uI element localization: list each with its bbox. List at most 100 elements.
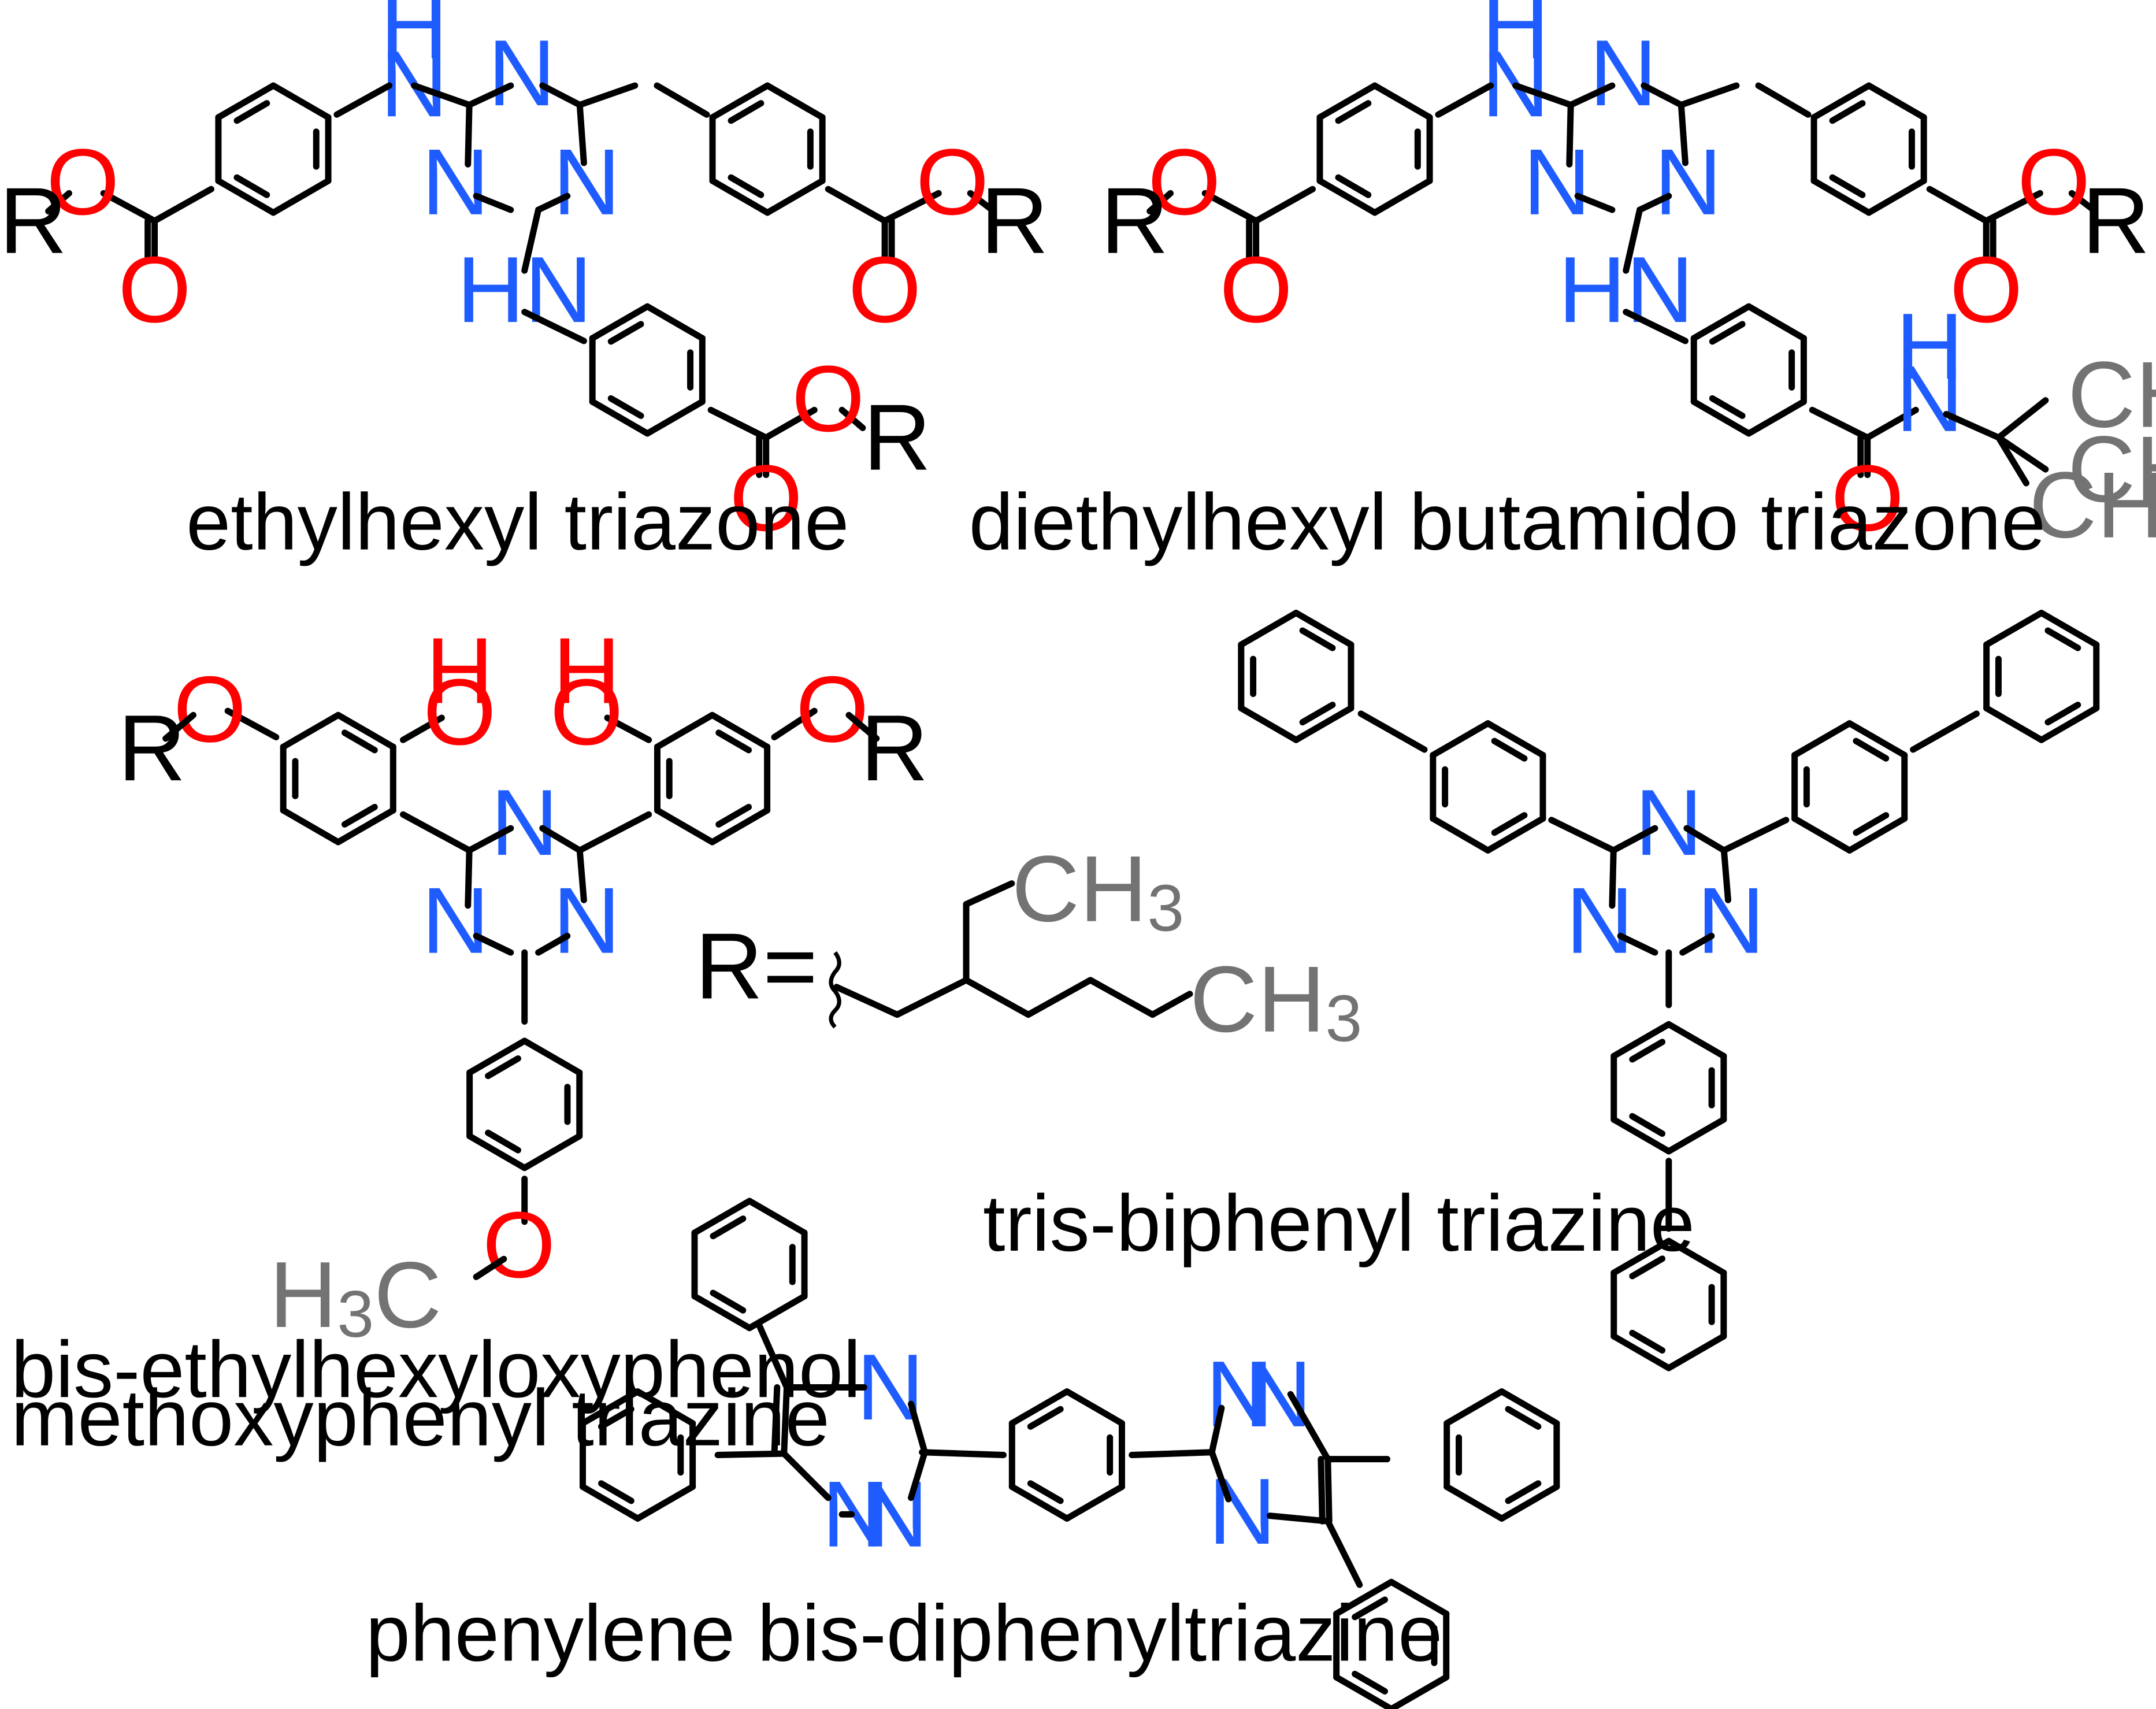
nitrogen-atom: N <box>553 130 621 235</box>
bond <box>1610 825 1658 854</box>
bond <box>1690 398 1752 437</box>
oxygen-atom: O <box>792 347 864 451</box>
bond <box>270 177 332 216</box>
bond <box>1027 1480 1064 1504</box>
bond <box>1983 610 2045 648</box>
bond <box>333 82 393 118</box>
bond <box>709 82 771 121</box>
methyl-group: CH3 <box>2068 343 2156 451</box>
oxygen-atom: O <box>173 657 246 762</box>
bond <box>1610 1021 1672 1059</box>
bond <box>1146 190 1174 214</box>
nitrogen-atom: N <box>822 1462 889 1567</box>
bond <box>714 1450 788 1459</box>
nitrogen-atom: N <box>1566 869 1634 973</box>
bond <box>1665 1237 1727 1276</box>
bond <box>838 406 866 431</box>
bond <box>746 1198 808 1236</box>
bond <box>1629 1039 1666 1063</box>
nitrogen-atom: N <box>422 869 489 973</box>
bond <box>1201 190 1260 224</box>
bond <box>1791 815 1853 854</box>
hydrogen-atom: H <box>426 618 493 723</box>
bond <box>1629 1329 1666 1354</box>
bond <box>1430 815 1491 854</box>
bond <box>1371 177 1433 216</box>
bond <box>707 406 770 441</box>
oxygen-atom: O <box>1831 446 1904 551</box>
ethylhexyl-triazone-name: ethylhexyl triazone <box>186 478 849 567</box>
bond <box>473 932 514 956</box>
bond <box>634 1483 696 1522</box>
bond <box>535 932 571 956</box>
bond <box>1299 627 1336 651</box>
bond <box>967 190 997 214</box>
bond <box>1335 100 1372 124</box>
bond <box>162 711 196 742</box>
bond <box>1791 720 1853 759</box>
bond <box>654 807 716 846</box>
bond <box>1665 1333 1727 1371</box>
bond <box>756 1322 791 1391</box>
r-substituent-label: R <box>1101 169 1168 273</box>
bond <box>771 707 818 740</box>
bond <box>1318 1456 1326 1525</box>
bond <box>341 803 378 828</box>
bond <box>485 1055 521 1080</box>
bond <box>763 406 818 441</box>
bond <box>1679 932 1715 956</box>
bond <box>1853 812 1890 836</box>
bond <box>1498 1388 1560 1427</box>
bond <box>907 1449 928 1502</box>
bond <box>825 186 888 224</box>
bond <box>521 1133 583 1172</box>
bond <box>1865 82 1927 121</box>
bond <box>1865 177 1927 216</box>
amine-nh-label: HN <box>457 238 592 342</box>
nitrogen-atom: N <box>488 21 555 125</box>
bond <box>1678 102 1689 166</box>
bond <box>1027 1406 1064 1430</box>
bond <box>1829 100 1866 124</box>
bond <box>400 811 473 854</box>
bond <box>1333 1674 1395 1709</box>
bond <box>1910 710 1980 753</box>
bond <box>535 192 571 213</box>
oxygen-atom: O <box>423 660 496 765</box>
oxygen-atom: O <box>1219 238 1292 342</box>
bond <box>1335 174 1372 198</box>
bond <box>963 880 1015 907</box>
nitrogen-atom: N <box>1697 869 1765 973</box>
bond <box>1745 303 1807 342</box>
bond <box>1810 177 1872 216</box>
bond <box>411 82 473 109</box>
bond <box>1238 610 1300 648</box>
bond <box>1623 206 1643 274</box>
bond <box>634 1388 696 1427</box>
bond <box>465 102 473 168</box>
nitrogen-atom: N <box>1654 130 1722 235</box>
bond <box>691 1293 753 1332</box>
bond <box>1983 190 2043 224</box>
nitrogen-atom: N <box>1523 130 1591 235</box>
oxygen-atom: O <box>730 446 803 551</box>
bond <box>1485 720 1546 759</box>
bond <box>728 100 765 124</box>
bond <box>2044 702 2081 726</box>
r-substituent-label: R <box>0 169 67 273</box>
bond <box>1129 1449 1215 1459</box>
bond <box>1498 1483 1560 1522</box>
bond <box>764 177 826 216</box>
bond <box>1352 1596 1388 1621</box>
bond <box>1324 1456 1333 1525</box>
bond <box>580 1483 641 1522</box>
bond <box>576 82 639 109</box>
bond <box>710 1289 747 1314</box>
bond <box>715 803 752 828</box>
bond <box>1238 705 1300 743</box>
bond <box>1025 977 1094 1018</box>
bond <box>1316 82 1378 121</box>
bond <box>466 1133 528 1172</box>
